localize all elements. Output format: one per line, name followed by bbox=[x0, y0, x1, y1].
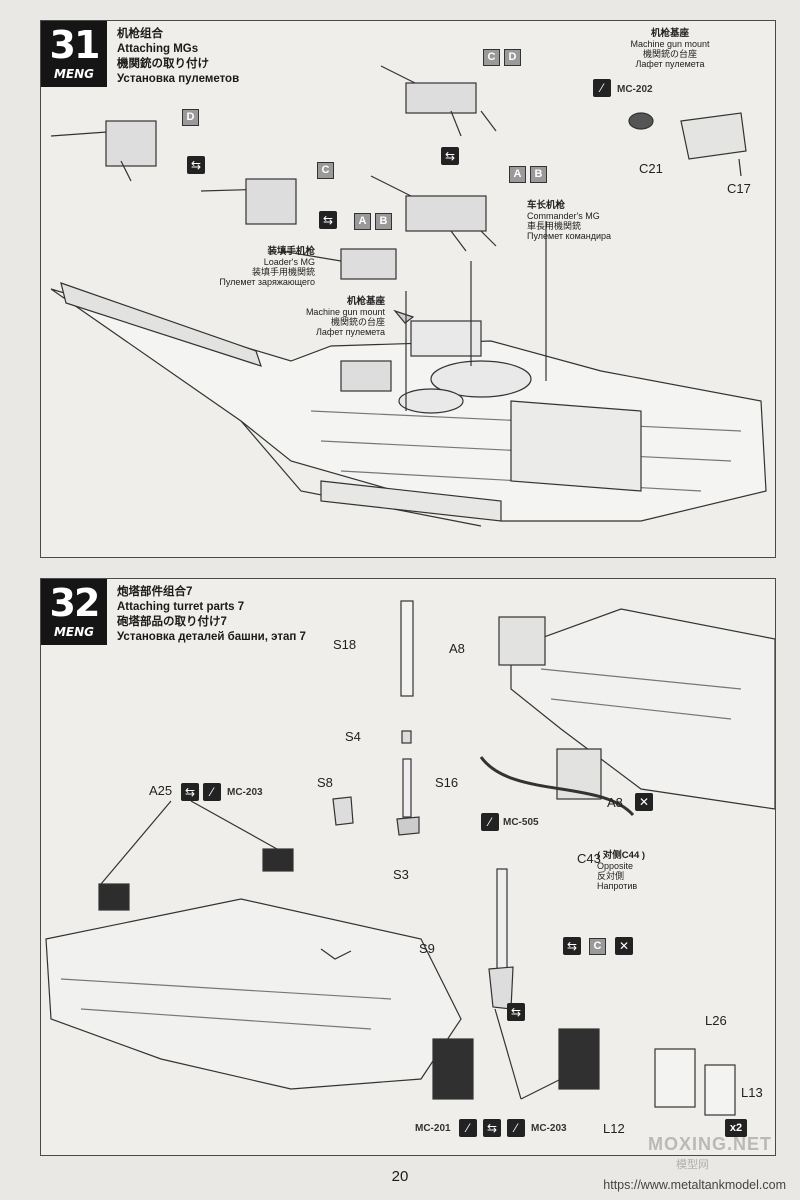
flip-icon: ⇆ bbox=[507, 1003, 525, 1021]
flip-icon: ⇆ bbox=[319, 211, 337, 229]
part-box-a: A bbox=[354, 213, 371, 230]
no-glue-icon: ✕ bbox=[635, 793, 653, 811]
page-number: 20 bbox=[391, 1168, 409, 1185]
part-label-c17: C17 bbox=[727, 181, 751, 196]
part-label-s3: S3 bbox=[393, 867, 409, 882]
part-label-c43: C43 bbox=[577, 851, 601, 866]
mc-code: MC-203 bbox=[227, 787, 263, 798]
commander-mg-label: 车长机枪 Commander's MG 車長用機関銃 Пулемет коман… bbox=[527, 200, 612, 242]
title-jp: 砲塔部品の取り付け7 bbox=[117, 616, 227, 628]
step-number-badge: 32 MENG bbox=[41, 579, 107, 645]
title-ru: Установка пулеметов bbox=[117, 73, 240, 85]
part-box-d: D bbox=[504, 49, 521, 66]
title-en: Attaching turret parts 7 bbox=[117, 601, 245, 613]
mount-mid-label: 机枪基座 Machine gun mount 機関銃の台座 Лафет пуле… bbox=[305, 296, 385, 338]
part-box-a: A bbox=[509, 166, 526, 183]
title-cn: 机枪组合 bbox=[117, 28, 163, 40]
step-32-panel: 32 MENG 炮塔部件组合7 Attaching turret parts 7… bbox=[40, 578, 776, 1156]
flip-icon: ⇆ bbox=[181, 783, 199, 801]
part-label-a8-bottom: A8 bbox=[607, 795, 623, 810]
part-box-c: C bbox=[483, 49, 500, 66]
flip-icon: ⇆ bbox=[563, 937, 581, 955]
flip-icon: ⇆ bbox=[441, 147, 459, 165]
mount-top-label: 机枪基座 Machine gun mount 機関銃の台座 Лафет пуле… bbox=[630, 28, 710, 70]
loader-mg-label: 装填手机枪 Loader's MG 装填手用機関銃 Пулемет заряжа… bbox=[219, 246, 315, 288]
step-number: 31 bbox=[49, 23, 101, 67]
brush-icon: ⁄ bbox=[593, 79, 611, 97]
step-31-panel: 31 MENG 机枪组合 Attaching MGs 機関銃の取り付け Уста… bbox=[40, 20, 776, 558]
brand-logo: MENG bbox=[53, 67, 95, 81]
part-box-d: D bbox=[182, 109, 199, 126]
part-box-c: C bbox=[589, 938, 606, 955]
mc-code: MC-202 bbox=[617, 84, 653, 95]
part-label-a25: A25 bbox=[149, 783, 173, 798]
part-box-c: C bbox=[317, 162, 334, 179]
part-label-s18: S18 bbox=[333, 637, 357, 652]
brush-icon: ⁄ bbox=[481, 813, 499, 831]
title-en: Attaching MGs bbox=[117, 43, 199, 55]
part-label-a8-top: A8 bbox=[449, 641, 465, 656]
part-label-s9: S9 bbox=[419, 941, 435, 956]
part-label-s4: S4 bbox=[345, 729, 361, 744]
mc-code: MC-203 bbox=[531, 1123, 567, 1134]
step-number: 32 bbox=[49, 581, 101, 625]
title-jp: 機関銃の取り付け bbox=[117, 58, 209, 70]
opposite-note: ( 对侧C44 ) Opposite 反対側 Напротив bbox=[597, 850, 646, 892]
step-title: 炮塔部件组合7 Attaching turret parts 7 砲塔部品の取り… bbox=[117, 585, 306, 645]
part-label-l26: L26 bbox=[705, 1013, 727, 1028]
brush-icon: ⁄ bbox=[507, 1119, 525, 1137]
flip-icon: ⇆ bbox=[187, 156, 205, 174]
step-31-illustration bbox=[50, 65, 767, 527]
flip-icon: ⇆ bbox=[483, 1119, 501, 1137]
title-cn: 炮塔部件组合7 bbox=[117, 586, 193, 598]
no-glue-icon: ✕ bbox=[615, 937, 633, 955]
step-number-badge: 31 MENG bbox=[41, 21, 107, 87]
source-url: https://www.metaltankmodel.com bbox=[603, 1178, 786, 1192]
part-label-l13: L13 bbox=[741, 1085, 763, 1100]
part-box-b: B bbox=[530, 166, 547, 183]
brand-logo: MENG bbox=[53, 625, 95, 639]
mc-code: MC-505 bbox=[503, 817, 539, 828]
mc-code: MC-201 bbox=[415, 1123, 451, 1134]
part-label-s8: S8 bbox=[317, 775, 333, 790]
brush-icon: ⁄ bbox=[459, 1119, 477, 1137]
part-label-s16: S16 bbox=[435, 775, 459, 790]
part-label-l12: L12 bbox=[603, 1121, 625, 1136]
step-title: 机枪组合 Attaching MGs 機関銃の取り付け Установка пу… bbox=[117, 27, 239, 87]
brush-icon: ⁄ bbox=[203, 783, 221, 801]
part-label-c21: C21 bbox=[639, 161, 663, 176]
part-box-b: B bbox=[375, 213, 392, 230]
quantity-badge: x2 bbox=[725, 1119, 747, 1137]
watermark-cn: 模型网 bbox=[676, 1159, 709, 1171]
watermark: MOXING.NET bbox=[648, 1134, 773, 1154]
step-32-illustration bbox=[45, 600, 775, 1116]
title-ru: Установка деталей башни, этап 7 bbox=[117, 631, 306, 643]
